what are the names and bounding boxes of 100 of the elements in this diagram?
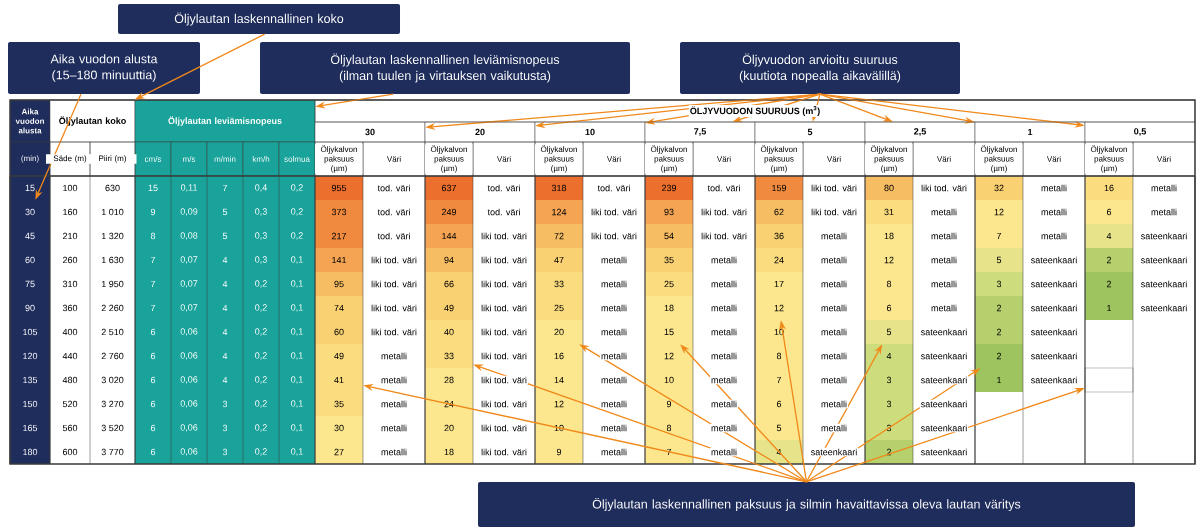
table-cell: 1 010	[100, 207, 125, 217]
table-cell: Öljykalvon paksuus (µm)	[1084, 141, 1134, 177]
table-cell: Öljykalvon paksuus (µm)	[864, 141, 914, 177]
table-cell: liki tod. väri	[700, 231, 748, 241]
node-label: 30	[25, 208, 35, 216]
empty-cell	[1084, 367, 1134, 393]
table-cell: liki tod. väri	[480, 231, 528, 241]
table-cell: Väri	[912, 141, 976, 177]
table-cell: km/h	[242, 141, 280, 177]
table-cell: sateenkaari	[1029, 351, 1079, 361]
callout-box: Öljylautan laskennallinen koko	[118, 4, 400, 34]
table-cell: liki tod. väri	[700, 207, 748, 217]
table-cell: metalli	[930, 303, 958, 313]
table-cell: 400	[61, 327, 79, 337]
table-cell: liki tod. väri	[480, 423, 528, 433]
table-cell: liki tod. väri	[480, 351, 528, 361]
table-cell: Väri	[582, 141, 646, 177]
table-cell: metalli	[820, 351, 848, 361]
node-label: 20	[554, 328, 564, 336]
table-cell: Aika vuodon alusta	[9, 99, 51, 143]
table-cell: 560	[61, 423, 79, 433]
table-cell: tod. väri	[486, 207, 522, 217]
table-cell: 3 020	[100, 375, 125, 385]
table-cell: liki tod. väri	[370, 279, 418, 289]
table-cell: metalli	[820, 231, 848, 241]
table-cell: tod. väri	[596, 183, 632, 193]
table-cell: liki tod. väri	[480, 303, 528, 313]
table-cell: tod. väri	[376, 183, 412, 193]
table-cell: 7,5	[644, 121, 756, 143]
table-cell: metalli	[600, 351, 628, 361]
table-cell: sateenkaari	[1139, 279, 1189, 289]
table-cell: 210	[61, 231, 79, 241]
table-cell: liki tod. väri	[810, 183, 858, 193]
table-cell: tod. väri	[376, 207, 412, 217]
table-cell: Öljykalvon paksuus (µm)	[534, 141, 584, 177]
table-cell: metalli	[710, 303, 738, 313]
table-cell: metalli	[600, 423, 628, 433]
table-cell: liki tod. väri	[370, 303, 418, 313]
table-cell: liki tod. väri	[370, 327, 418, 337]
table-cell: metalli	[1150, 207, 1178, 217]
table-cell: metalli	[820, 375, 848, 385]
table-cell: solmua	[278, 141, 316, 177]
table-cell: metalli	[600, 399, 628, 409]
table-cell: 2 760	[100, 351, 125, 361]
table-cell: metalli	[600, 327, 628, 337]
table-cell: 5	[754, 121, 866, 143]
table-cell: metalli	[1150, 183, 1178, 193]
table-cell: metalli	[930, 207, 958, 217]
table-cell: tod. väri	[376, 231, 412, 241]
table-cell: sateenkaari	[919, 351, 969, 361]
table-cell: liki tod. väri	[480, 447, 528, 457]
table-cell: metalli	[380, 399, 408, 409]
table-cell: metalli	[1040, 207, 1068, 217]
table-cell: (min)	[9, 141, 51, 177]
node-label: 2	[996, 352, 1002, 360]
table-cell: Öljykalvon paksuus (µm)	[424, 141, 474, 177]
callout-box: Aika vuodon alusta (15–180 minuuttia)	[8, 42, 200, 94]
table-cell: Väri	[802, 141, 866, 177]
table-cell: metalli	[930, 279, 958, 289]
table-cell: metalli	[600, 375, 628, 385]
table-cell: 310	[61, 279, 79, 289]
table-cell: sateenkaari	[919, 375, 969, 385]
table-cell: liki tod. väri	[480, 255, 528, 265]
table-cell: sateenkaari	[919, 423, 969, 433]
table-cell: cm/s	[134, 141, 172, 177]
table-cell: tod. väri	[486, 183, 522, 193]
table-cell: m/min	[206, 141, 244, 177]
callout-box: Öljylautan laskennallinen paksuus ja silmin havaittavissa oleva lautan väritys	[478, 482, 1135, 527]
table-cell: liki tod. väri	[370, 255, 418, 265]
table-cell: 2 260	[100, 303, 125, 313]
table-cell: 160	[61, 207, 79, 217]
table-cell: metalli	[710, 255, 738, 265]
table-cell: metalli	[820, 327, 848, 337]
table-cell: Piiri (m)	[88, 141, 137, 177]
table-cell: 1 950	[100, 279, 125, 289]
table-cell: 1 630	[100, 255, 125, 265]
table-cell: metalli	[820, 303, 848, 313]
table-cell: liki tod. väri	[920, 183, 968, 193]
table-cell: metalli	[380, 375, 408, 385]
table-cell: 520	[61, 399, 79, 409]
table-cell: Öljykalvon paksuus (µm)	[754, 141, 804, 177]
table-cell: metalli	[930, 231, 958, 241]
table-cell: metalli	[600, 255, 628, 265]
table-cell: 1 320	[100, 231, 125, 241]
table-cell: metalli	[710, 351, 738, 361]
table-cell: Väri	[1132, 141, 1196, 177]
table-cell: 360	[61, 303, 79, 313]
table-cell: sateenkaari	[919, 399, 969, 409]
table-cell: liki tod. väri	[810, 207, 858, 217]
table-cell: metalli	[380, 447, 408, 457]
callout-box: Öljyvuodon arvioitu suuruus (kuutiota nopealla aikavälillä)	[680, 42, 960, 94]
table-cell: 630	[104, 183, 121, 193]
table-cell: liki tod. väri	[480, 327, 528, 337]
table-cell: Öljykalvon paksuus (µm)	[314, 141, 364, 177]
table-cell: liki tod. väri	[590, 231, 638, 241]
table-cell: m/s	[170, 141, 208, 177]
table-cell: sateenkaari	[1139, 255, 1189, 265]
table-cell: 3 270	[100, 399, 125, 409]
table-cell: 3 520	[100, 423, 125, 433]
table-cell: 30	[314, 121, 426, 143]
